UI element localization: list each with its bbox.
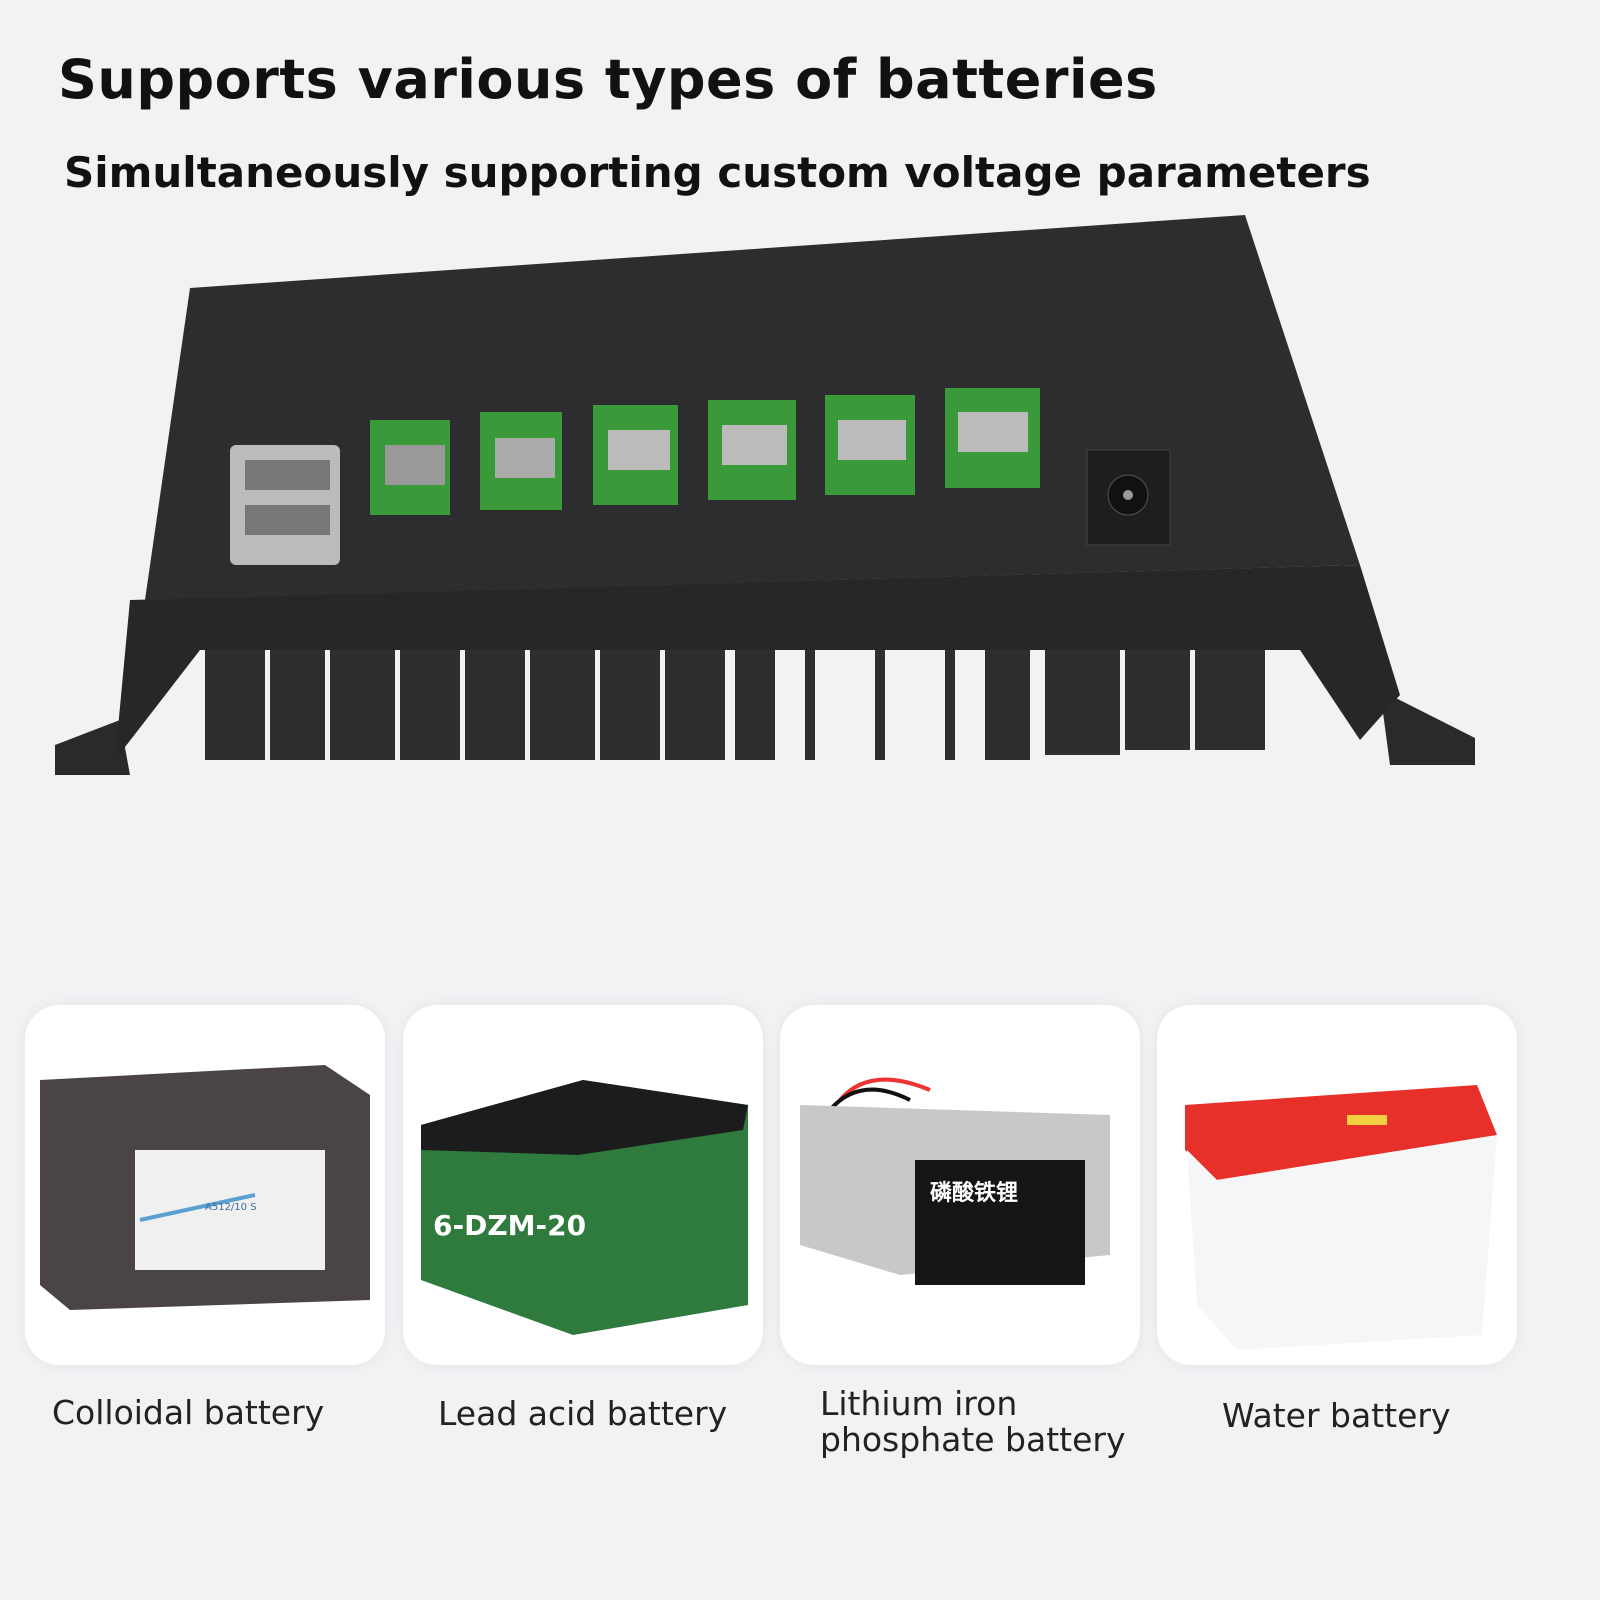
lead-acid-battery-card: 6-DZM-20 — [403, 1005, 763, 1365]
colloidal-battery-card: A512/10 S — [25, 1005, 385, 1365]
lead-acid-battery-image: 6-DZM-20 — [421, 1080, 748, 1335]
water-battery-card — [1157, 1005, 1517, 1365]
lead-acid-battery-model: 6-DZM-20 — [433, 1209, 586, 1242]
lithium-iron-phosphate-battery-card: 磷酸铁锂 — [780, 1005, 1140, 1365]
page-title: Supports various types of batteries — [58, 48, 1158, 111]
usb-port-icon — [230, 445, 340, 565]
lithium-iron-phosphate-battery-image: 磷酸铁锂 — [800, 1077, 1110, 1285]
colloidal-battery-image: A512/10 S — [40, 1065, 370, 1310]
lead-acid-battery-label: Lead acid battery — [438, 1394, 728, 1433]
terminal-block — [370, 388, 1040, 515]
water-battery-image — [1185, 1085, 1497, 1350]
dc-jack-icon — [1086, 449, 1171, 546]
water-battery-label: Water battery — [1222, 1396, 1451, 1435]
lithium-iron-phosphate-battery-label: Lithium iron phosphate battery — [820, 1384, 1126, 1459]
solar-charge-controller-image — [55, 215, 1475, 775]
page-subtitle: Simultaneously supporting custom voltage… — [64, 148, 1371, 197]
lithium-battery-label: 磷酸铁锂 — [930, 1180, 1018, 1206]
colloidal-battery-model: A512/10 S — [205, 1202, 257, 1213]
colloidal-battery-label: Colloidal battery — [52, 1393, 325, 1432]
